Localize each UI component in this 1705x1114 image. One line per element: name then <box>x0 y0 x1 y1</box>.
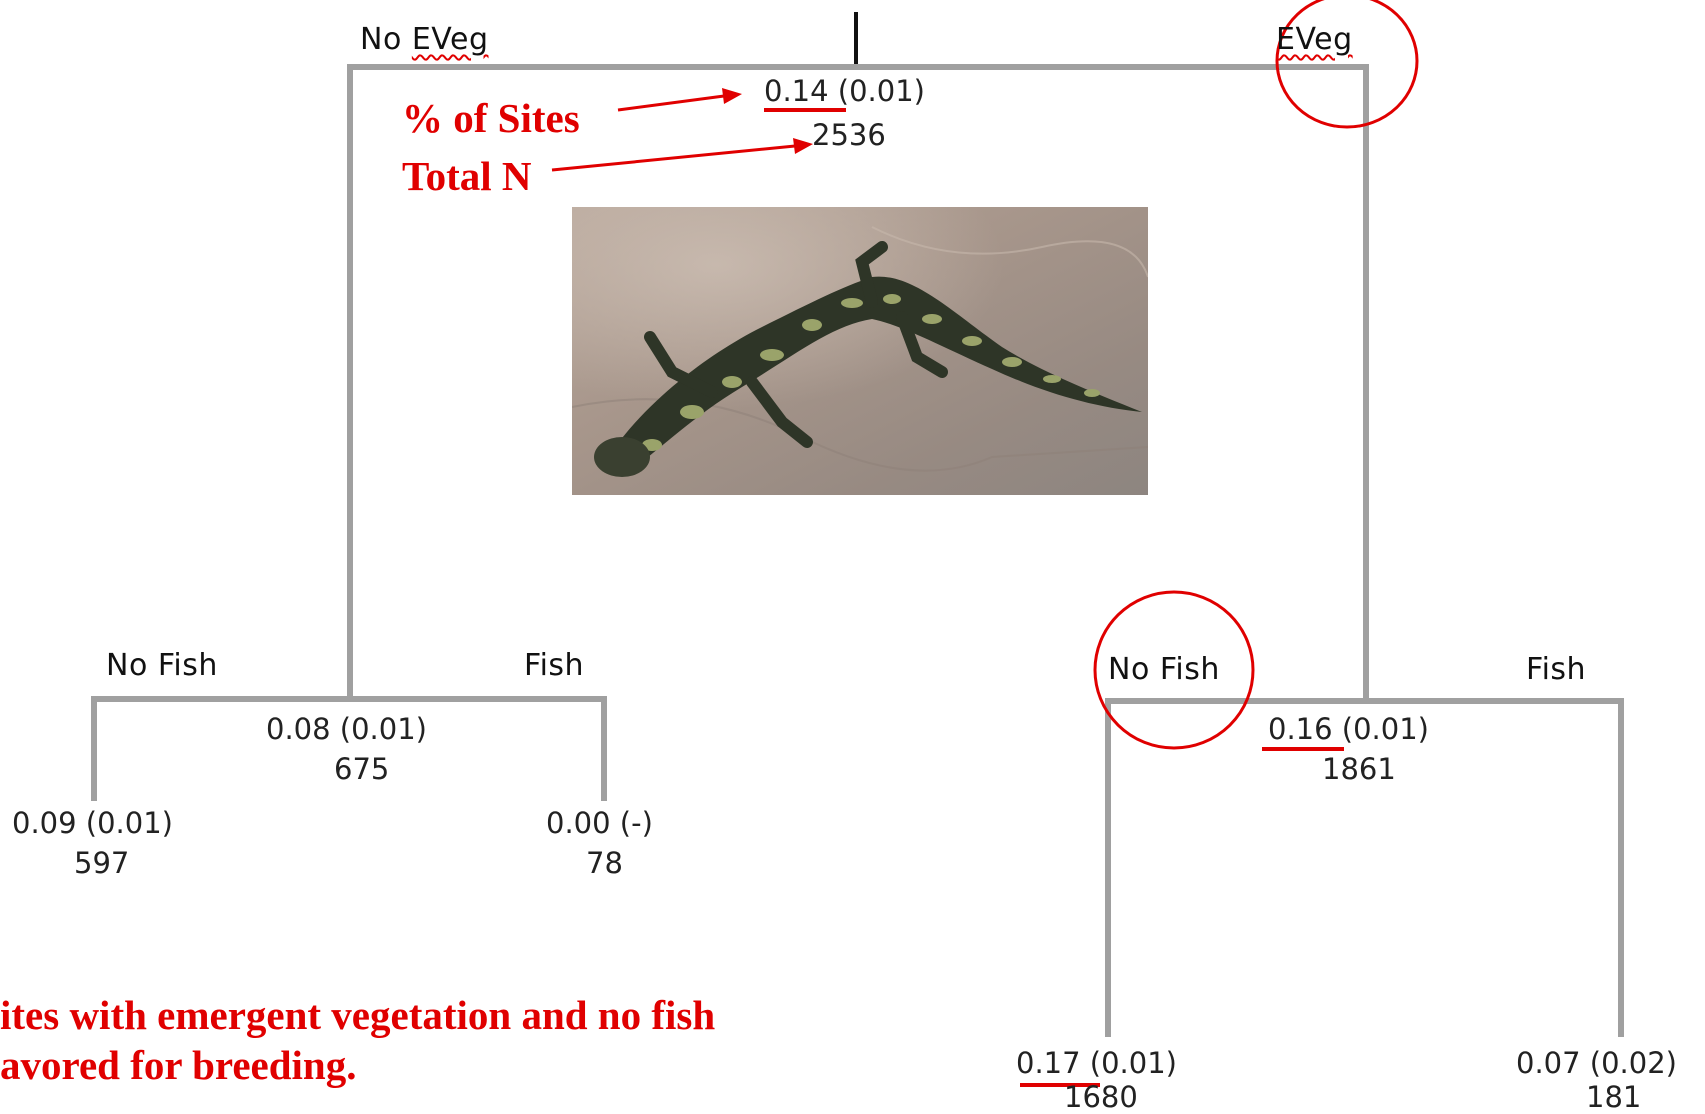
leaf-ll-se: (0.01) <box>86 806 173 840</box>
leaf-rr-se: (0.02) <box>1590 1046 1677 1080</box>
leaf-lr-n: 78 <box>586 846 623 880</box>
left-node-pct: 0.08 <box>266 712 331 746</box>
eveg-highlight-circle <box>1277 0 1417 127</box>
leaf-rl-pct: 0.17 <box>1016 1046 1081 1080</box>
left-node-n: 675 <box>334 752 389 786</box>
leaf-rl-value: 0.17 (0.01) <box>1016 1046 1177 1080</box>
right-node-left-label: No Fish <box>1108 652 1220 687</box>
right-node-right-label: Fish <box>1526 652 1586 687</box>
leaf-ll-pct: 0.09 <box>12 806 77 840</box>
split1-right-label: EVeg <box>1276 22 1353 57</box>
split1-left-prefix: No <box>360 22 412 57</box>
leaf-rr-pct: 0.07 <box>1516 1046 1581 1080</box>
n-arrowhead <box>793 138 813 154</box>
pct-arrowhead <box>722 88 742 104</box>
conclusion-line-1: ites with emergent vegetation and no fis… <box>0 990 715 1040</box>
left-node-left-label: No Fish <box>106 648 218 683</box>
split1-left-word: EVeg <box>412 22 489 57</box>
leaf-lr-se: (-) <box>620 806 653 840</box>
conclusion-line-2: avored for breeding. <box>0 1040 356 1090</box>
right-node-value: 0.16 (0.01) <box>1268 712 1429 746</box>
split1-left-label: No EVeg <box>360 22 489 57</box>
leaf-ll-value: 0.09 (0.01) <box>12 806 173 840</box>
root-se: (0.01) <box>838 74 925 108</box>
leaf-rl-se: (0.01) <box>1090 1046 1177 1080</box>
root-pct: 0.14 <box>764 74 829 108</box>
leaf-ll-n: 597 <box>74 846 129 880</box>
left-node-right-label: Fish <box>524 648 584 683</box>
salamander-photo <box>572 207 1148 495</box>
root-n: 2536 <box>812 118 886 152</box>
leaf-lr-pct: 0.00 <box>546 806 611 840</box>
right-node-pct: 0.16 <box>1268 712 1333 746</box>
leaf-rl-n: 1680 <box>1064 1080 1138 1114</box>
right-node-n: 1861 <box>1322 752 1396 786</box>
root-value: 0.14 (0.01) <box>764 74 925 108</box>
tree-branches <box>94 12 1621 1037</box>
pct-sites-annotation: % of Sites <box>402 94 580 142</box>
total-n-annotation: Total N <box>402 152 532 200</box>
right-node-se: (0.01) <box>1342 712 1429 746</box>
leaf-rr-n: 181 <box>1586 1080 1641 1114</box>
n-arrow <box>552 146 795 170</box>
leaf-rr-value: 0.07 (0.02) <box>1516 1046 1677 1080</box>
left-node-value: 0.08 (0.01) <box>266 712 427 746</box>
leaf-lr-value: 0.00 (-) <box>546 806 653 840</box>
left-node-se: (0.01) <box>340 712 427 746</box>
pct-arrow <box>618 96 724 110</box>
